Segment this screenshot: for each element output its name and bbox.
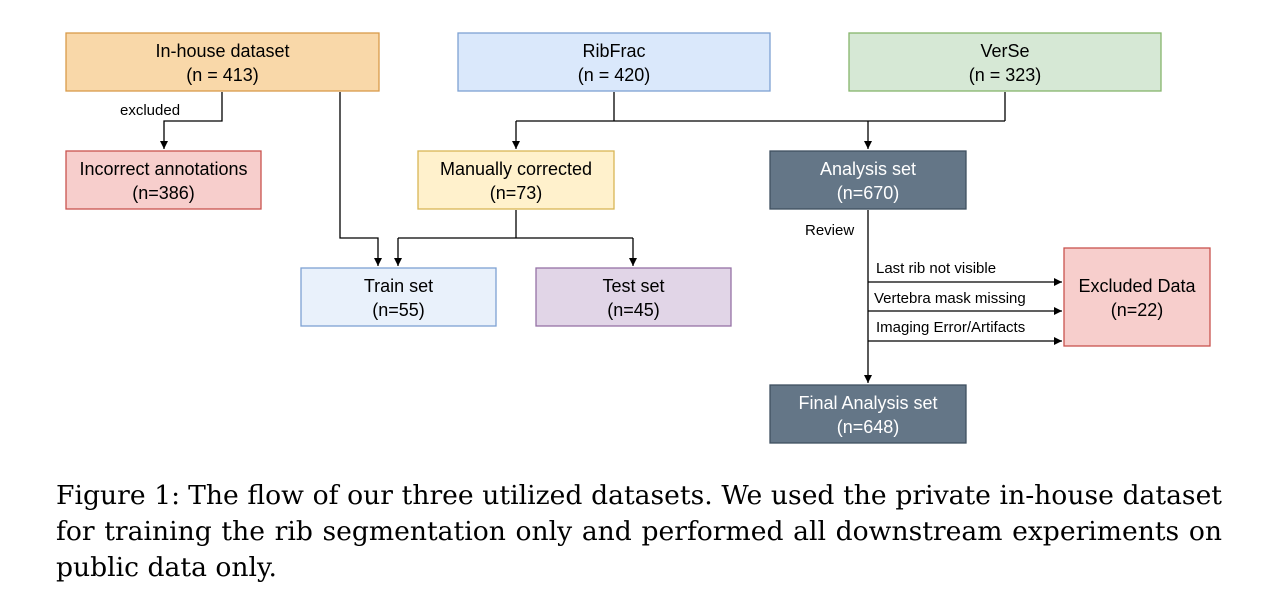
node-ribfrac: RibFrac (n = 420) bbox=[457, 32, 771, 92]
node-count: (n=670) bbox=[837, 183, 900, 203]
node-count: (n = 413) bbox=[186, 65, 259, 85]
node-box bbox=[1063, 247, 1211, 347]
label-vertebra-missing: Vertebra mask missing bbox=[874, 290, 1026, 307]
node-title: VerSe bbox=[980, 41, 1029, 61]
node-title: Excluded Data bbox=[1078, 276, 1196, 296]
figure-label: Figure 1: bbox=[56, 480, 181, 511]
node-title: In-house dataset bbox=[155, 41, 289, 61]
node-manually-corrected: Manually corrected (n=73) bbox=[417, 150, 615, 210]
label-excluded: excluded bbox=[120, 102, 180, 119]
node-count: (n=45) bbox=[607, 300, 660, 320]
label-last-rib: Last rib not visible bbox=[876, 260, 996, 277]
node-count: (n = 323) bbox=[969, 65, 1042, 85]
node-title: Incorrect annotations bbox=[79, 159, 247, 179]
node-box bbox=[769, 384, 967, 444]
node-box bbox=[848, 32, 1162, 92]
edge-inhouse-to-incorrect bbox=[160, 92, 223, 149]
node-title: Analysis set bbox=[820, 159, 916, 179]
node-title: Test set bbox=[602, 276, 664, 296]
node-verse: VerSe (n = 323) bbox=[848, 32, 1162, 92]
node-count: (n = 420) bbox=[578, 65, 651, 85]
node-box bbox=[535, 267, 732, 327]
node-inhouse-dataset: In-house dataset (n = 413) bbox=[65, 32, 380, 92]
node-count: (n=386) bbox=[132, 183, 195, 203]
node-title: Train set bbox=[364, 276, 433, 296]
node-train-set: Train set (n=55) bbox=[300, 267, 497, 327]
node-count: (n=55) bbox=[372, 300, 425, 320]
connectors bbox=[160, 92, 1062, 383]
node-analysis-set: Analysis set (n=670) bbox=[769, 150, 967, 210]
node-box bbox=[417, 150, 615, 210]
node-box bbox=[300, 267, 497, 327]
node-box bbox=[457, 32, 771, 92]
label-review: Review bbox=[805, 222, 854, 239]
figure-caption: Figure 1:The flow of our three utilized … bbox=[56, 478, 1222, 586]
label-imaging-error: Imaging Error/Artifacts bbox=[876, 319, 1025, 336]
node-title: Manually corrected bbox=[440, 159, 592, 179]
node-count: (n=22) bbox=[1111, 300, 1164, 320]
node-box bbox=[65, 32, 380, 92]
dataset-flow-diagram: excluded Review Last rib not visible Ver… bbox=[65, 32, 1211, 444]
node-title: Final Analysis set bbox=[798, 393, 937, 413]
node-excluded-data: Excluded Data (n=22) bbox=[1063, 247, 1211, 347]
node-box bbox=[769, 150, 967, 210]
edge-inhouse-to-train bbox=[339, 92, 382, 266]
caption-text: The flow of our three utilized datasets.… bbox=[56, 480, 1222, 583]
node-test-set: Test set (n=45) bbox=[535, 267, 732, 327]
node-incorrect-annotations: Incorrect annotations (n=386) bbox=[65, 150, 262, 210]
node-title: RibFrac bbox=[582, 41, 645, 61]
node-count: (n=648) bbox=[837, 417, 900, 437]
node-count: (n=73) bbox=[490, 183, 543, 203]
node-box bbox=[65, 150, 262, 210]
node-final-analysis-set: Final Analysis set (n=648) bbox=[769, 384, 967, 444]
